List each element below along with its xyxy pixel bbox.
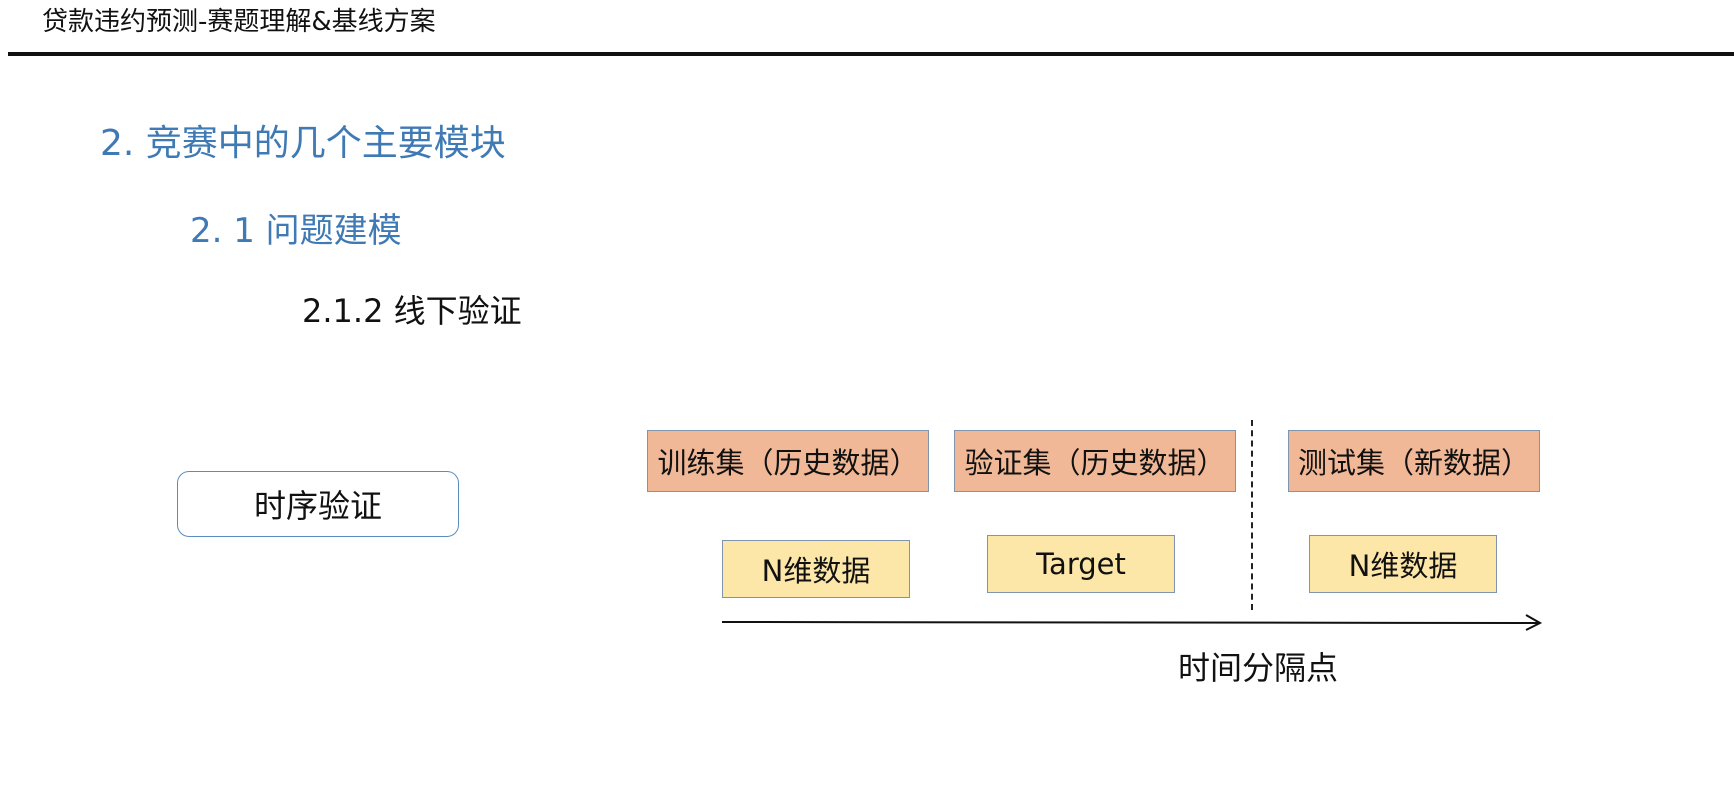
training-features-box: N维数据: [722, 540, 910, 598]
time-series-validation-label: 时序验证: [253, 487, 382, 525]
training-features-label: N维数据: [761, 554, 871, 588]
page-header-title: 贷款违约预测-赛题理解&基线方案: [42, 7, 436, 37]
test-features-box: N维数据: [1309, 535, 1497, 593]
validation-set-box: 验证集（历史数据）: [954, 430, 1236, 492]
validation-set-label: 验证集（历史数据）: [964, 446, 1226, 480]
time-split-label: 时间分隔点: [1178, 649, 1339, 687]
test-features-label: N维数据: [1348, 549, 1458, 583]
validation-target-box: Target: [987, 535, 1175, 593]
test-set-label: 测试集（新数据）: [1297, 446, 1530, 480]
time-axis-arrow: [721, 614, 1543, 631]
training-set-box: 训练集（历史数据）: [647, 430, 929, 492]
validation-target-label: Target: [1036, 547, 1126, 581]
subsubsection-heading: 2.1.2 线下验证: [302, 292, 522, 330]
training-set-label: 训练集（历史数据）: [657, 446, 919, 480]
time-split-dashed-line: [1251, 420, 1253, 610]
subsection-heading: 2. 1 问题建模: [190, 211, 402, 251]
test-set-box: 测试集（新数据）: [1288, 430, 1540, 492]
time-series-validation-box: 时序验证: [177, 471, 459, 537]
section-heading: 2. 竞赛中的几个主要模块: [100, 123, 506, 164]
header-divider: [8, 52, 1734, 56]
